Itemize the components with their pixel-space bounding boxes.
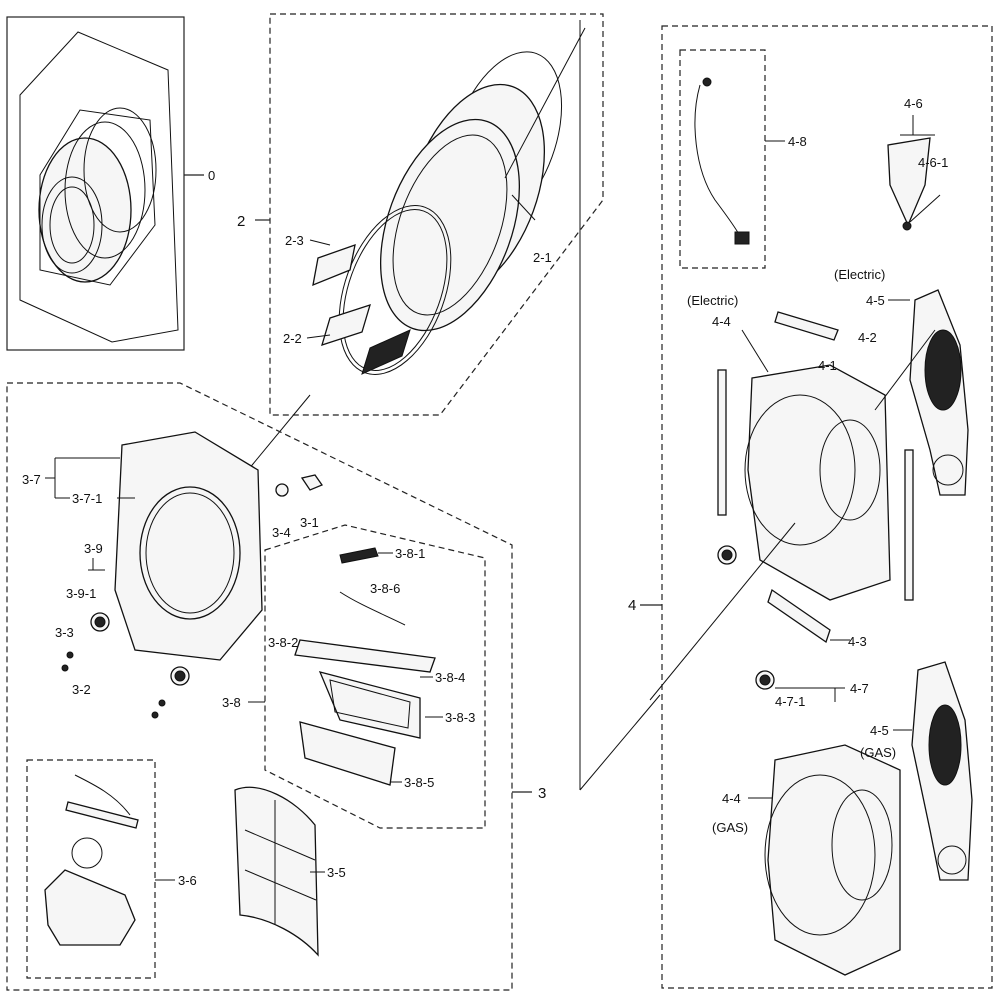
label-4-4-gas: 4-4 <box>722 791 741 806</box>
label-3-9: 3-9 <box>84 541 103 556</box>
label-2-1: 2-1 <box>533 250 552 265</box>
label-3-3: 3-3 <box>55 625 74 640</box>
label-4-7-1: 4-7-1 <box>775 694 805 709</box>
label-4-5-gas: 4-5 <box>870 723 889 738</box>
group-4-8-box <box>679 49 766 269</box>
label-4-6-1: 4-6-1 <box>918 155 948 170</box>
label-4-6: 4-6 <box>904 96 923 111</box>
group-2-box <box>269 13 604 416</box>
label-2-2: 2-2 <box>283 331 302 346</box>
group-4-box <box>661 25 993 989</box>
label-4-2: 4-2 <box>858 330 877 345</box>
label-electric-2: (Electric) <box>834 267 885 282</box>
label-4-3: 4-3 <box>848 634 867 649</box>
front-frame-illustration <box>61 431 323 719</box>
label-3-2: 3-2 <box>72 682 91 697</box>
rear-panel-gas-illustration <box>764 744 901 976</box>
group-0-box <box>6 16 185 351</box>
label-2: 2 <box>237 213 245 230</box>
heater-electric-illustration <box>909 289 969 496</box>
label-4-1: 4-1 <box>818 358 837 373</box>
label-4-7: 4-7 <box>850 681 869 696</box>
group-3-6-box <box>26 759 156 979</box>
label-gas-2: (GAS) <box>712 820 748 835</box>
label-3-9-1: 3-9-1 <box>66 586 96 601</box>
label-electric-1: (Electric) <box>687 293 738 308</box>
label-gas-1: (GAS) <box>860 745 896 760</box>
label-3-8-2: 3-8-2 <box>268 635 298 650</box>
lint-housing-illustration <box>44 774 139 946</box>
label-4-4-electric: 4-4 <box>712 314 731 329</box>
heater-gas-illustration <box>911 661 973 881</box>
rear-panel-electric-illustration <box>717 311 914 690</box>
label-2-3: 2-3 <box>285 233 304 248</box>
label-4-5-electric: 4-5 <box>866 293 885 308</box>
nozzle-illustration <box>887 137 941 231</box>
power-cord-illustration <box>694 77 750 245</box>
label-3-7: 3-7 <box>22 472 41 487</box>
label-3-8-1: 3-8-1 <box>395 546 425 561</box>
drum-illustration <box>312 27 586 375</box>
label-3-8-6: 3-8-6 <box>370 581 400 596</box>
label-3-8-4: 3-8-4 <box>435 670 465 685</box>
label-3-8-3: 3-8-3 <box>445 710 475 725</box>
label-4: 4 <box>628 597 636 614</box>
control-panel-illustration <box>294 547 436 786</box>
label-3-6: 3-6 <box>178 873 197 888</box>
assembled-drum-illustration <box>19 31 179 343</box>
label-3-5: 3-5 <box>327 865 346 880</box>
label-3: 3 <box>538 785 546 802</box>
label-3-7-1: 3-7-1 <box>72 491 102 506</box>
group-3-8-box <box>264 524 486 829</box>
group-3-box <box>6 382 513 991</box>
label-3-8-5: 3-8-5 <box>404 775 434 790</box>
label-0: 0 <box>208 168 215 183</box>
filter-illustration <box>234 786 319 957</box>
label-3-8: 3-8 <box>222 695 241 710</box>
label-3-4: 3-4 <box>272 525 291 540</box>
label-4-8: 4-8 <box>788 134 807 149</box>
label-3-1: 3-1 <box>300 515 319 530</box>
